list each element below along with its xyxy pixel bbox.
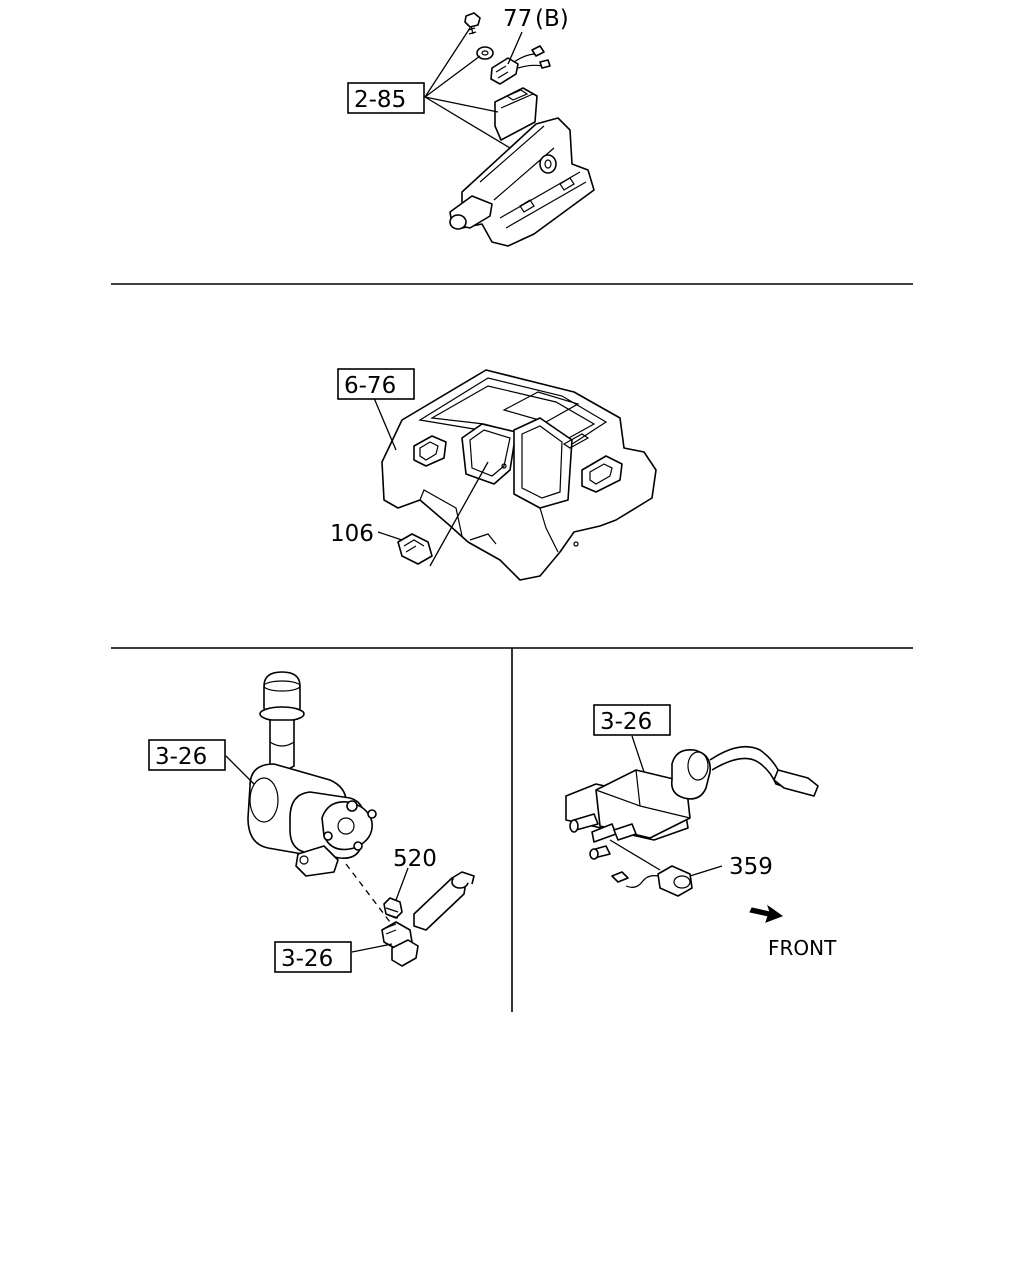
front-label: FRONT — [768, 936, 837, 960]
callout-2-85: 2-85 — [354, 87, 406, 113]
callout-6-76: 6-76 — [344, 373, 396, 399]
bolt-520-icon — [383, 897, 403, 919]
lever-bracket-icon — [449, 117, 595, 247]
leader-520 — [395, 867, 409, 901]
callout-106: 106 — [330, 521, 374, 547]
leader-2-85-screw — [424, 27, 471, 98]
bottom-left-assembly: 3-26 520 3-26 — [148, 671, 475, 973]
callout-box-2-85 — [347, 82, 425, 114]
leader-77 — [507, 31, 523, 65]
front-arrow-icon — [749, 904, 784, 923]
leader-106-install — [429, 461, 489, 567]
middle-assembly: 6-76 106 — [330, 368, 657, 581]
washer-icon — [476, 46, 494, 60]
bottom-right-assembly: 3-26 359 FRONT — [565, 704, 837, 960]
callout-box-6-76 — [337, 368, 415, 400]
switch-connector-icon — [490, 45, 551, 85]
install-line-dashed — [345, 863, 391, 923]
leader-2-85-lever — [424, 96, 511, 149]
leader-3-26-right — [631, 735, 645, 773]
callout-520: 520 — [393, 846, 437, 872]
top-assembly: 77 (B) 2-85 — [347, 6, 595, 247]
switch-106-icon — [397, 533, 433, 565]
actuator-pump-icon — [247, 671, 377, 877]
callout-3-26-lower: 3-26 — [281, 946, 333, 972]
callout-359: 359 — [729, 854, 773, 880]
leader-2-85-bracket — [424, 96, 499, 113]
callout-box-3-26-lower — [274, 941, 352, 973]
leader-3-26-lower — [351, 943, 393, 953]
callout-3-26-right: 3-26 — [600, 709, 652, 735]
sensor-fitting-icon — [381, 871, 475, 967]
leader-359-install — [609, 839, 661, 871]
valve-body-icon — [565, 745, 819, 860]
callout-77-suffix: (B) — [535, 6, 569, 32]
leader-2-85-washer — [424, 55, 481, 98]
callout-box-3-26-upper — [148, 739, 226, 771]
sender-359-icon — [611, 865, 693, 897]
leader-359 — [689, 865, 723, 877]
upper-bracket-icon — [494, 87, 538, 141]
callout-box-3-26-right — [593, 704, 671, 736]
leader-3-26-upper — [225, 755, 255, 785]
callout-77: 77 — [503, 6, 532, 32]
leader-106 — [377, 531, 403, 541]
console-panel-icon — [381, 369, 657, 581]
callout-3-26-upper: 3-26 — [155, 744, 207, 770]
screw-icon — [464, 12, 481, 35]
leader-6-76 — [373, 397, 397, 451]
